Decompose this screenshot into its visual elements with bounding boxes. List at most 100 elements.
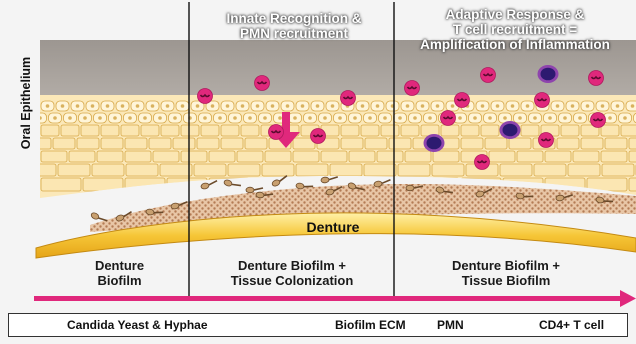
- epithelial-cell: [321, 151, 347, 162]
- epithelial-cell: [241, 125, 259, 136]
- cell-nucleus: [293, 116, 297, 120]
- epithelial-cell: [341, 125, 359, 136]
- cell-nucleus: [331, 104, 335, 108]
- cell-nucleus: [608, 116, 612, 120]
- panel2-top-label: Innate Recognition & PMN recruitment: [194, 11, 394, 41]
- epithelial-cell: [605, 138, 627, 149]
- epithelial-cell: [602, 164, 634, 176]
- epithelial-cell: [125, 138, 147, 149]
- pmn-cell: [535, 93, 550, 108]
- cell-nucleus: [166, 104, 170, 108]
- cell-nucleus: [151, 104, 155, 108]
- cell-nucleus: [143, 116, 147, 120]
- epithelial-cell: [534, 164, 566, 176]
- epithelial-cell: [265, 151, 291, 162]
- panel2-top-line1: Innate Recognition &: [194, 11, 394, 26]
- epithelial-cell: [221, 138, 243, 149]
- tcell: [424, 134, 445, 152]
- cell-nucleus: [361, 104, 365, 108]
- cell-nucleus: [271, 104, 275, 108]
- epithelial-cell: [381, 125, 399, 136]
- epithelial-cell: [485, 138, 507, 149]
- epithelial-cell: [161, 125, 179, 136]
- panel3-top-line2: T cell recruitment =: [394, 22, 636, 37]
- cell-nucleus: [76, 104, 80, 108]
- pmn-cell: [255, 76, 270, 91]
- cell-nucleus: [623, 116, 627, 120]
- cell-nucleus: [488, 116, 492, 120]
- cell-nucleus: [496, 104, 500, 108]
- epithelial-cell: [364, 164, 396, 176]
- epithelial-cell: [330, 164, 362, 176]
- epithelial-cell: [61, 125, 79, 136]
- cell-nucleus: [578, 116, 582, 120]
- epithelial-cell: [262, 164, 294, 176]
- pmn-cell: [481, 68, 496, 83]
- legend-candida-label: Candida Yeast & Hyphae: [67, 318, 208, 332]
- cell-nucleus: [533, 116, 537, 120]
- panel2-bottom-line1: Denture Biofilm +: [190, 259, 394, 274]
- cell-nucleus: [38, 116, 42, 120]
- cell-nucleus: [218, 116, 222, 120]
- cell-nucleus: [563, 116, 567, 120]
- candida-cell: [271, 175, 289, 187]
- epithelial-cell: [365, 138, 387, 149]
- pmn-cell: [269, 125, 284, 140]
- epithelial-cell: [377, 151, 403, 162]
- cell-nucleus: [83, 116, 87, 120]
- oral-epithelium-label: Oral Epithelium: [19, 43, 33, 163]
- epithelial-cell: [629, 138, 636, 149]
- epithelial-cell: [41, 125, 59, 136]
- tcell: [500, 121, 521, 139]
- panel3-top-label: Adaptive Response & T cell recruitment =…: [394, 7, 636, 52]
- pmn-cell: [405, 81, 420, 96]
- epithelial-cell: [181, 125, 199, 136]
- epithelial-cell: [517, 151, 543, 162]
- epithelial-cell: [41, 178, 81, 191]
- progression-arrow: [34, 290, 636, 307]
- epithelial-cell: [153, 151, 179, 162]
- epithelial-cell: [349, 151, 375, 162]
- cell-nucleus: [338, 116, 342, 120]
- epithelial-cell: [561, 125, 579, 136]
- panel2-top-line2: PMN recruitment: [194, 26, 394, 41]
- legend-tcell-label: CD4+ T cell: [539, 318, 604, 332]
- epithelial-cell: [521, 125, 539, 136]
- panel3-top-line3: Amplification of Inflammation: [394, 37, 636, 52]
- pmn-cell: [341, 91, 356, 106]
- legend-pmn-label: PMN: [437, 318, 464, 332]
- pmn-cell: [589, 71, 604, 86]
- epithelial-cell: [83, 178, 123, 191]
- epithelial-cell: [361, 125, 379, 136]
- cell-nucleus: [571, 104, 575, 108]
- panel1-bottom-line2: Biofilm: [50, 274, 189, 289]
- cell-nucleus: [631, 104, 635, 108]
- epithelial-cell: [41, 151, 67, 162]
- cell-nucleus: [256, 104, 260, 108]
- epithelial-cell: [101, 125, 119, 136]
- epithelial-cell: [389, 138, 411, 149]
- legend-ecm-label: Biofilm ECM: [335, 318, 406, 332]
- cell-nucleus: [233, 116, 237, 120]
- cell-nucleus: [428, 116, 432, 120]
- cell-nucleus: [91, 104, 95, 108]
- epithelial-cell: [101, 138, 123, 149]
- cell-nucleus: [368, 116, 372, 120]
- epithelial-cell: [629, 151, 636, 162]
- epithelial-cell: [125, 151, 151, 162]
- cell-nucleus: [263, 116, 267, 120]
- epithelial-cell: [97, 151, 123, 162]
- cell-nucleus: [526, 104, 530, 108]
- cell-nucleus: [473, 116, 477, 120]
- cell-nucleus: [601, 104, 605, 108]
- denture-label: Denture: [288, 219, 378, 235]
- cell-nucleus: [308, 116, 312, 120]
- epithelial-cell: [441, 125, 459, 136]
- epithelial-cell: [601, 151, 627, 162]
- cell-nucleus: [226, 104, 230, 108]
- cell-nucleus: [586, 104, 590, 108]
- cell-nucleus: [518, 116, 522, 120]
- epithelial-cell: [181, 151, 207, 162]
- epithelial-cell: [77, 138, 99, 149]
- cell-nucleus: [503, 116, 507, 120]
